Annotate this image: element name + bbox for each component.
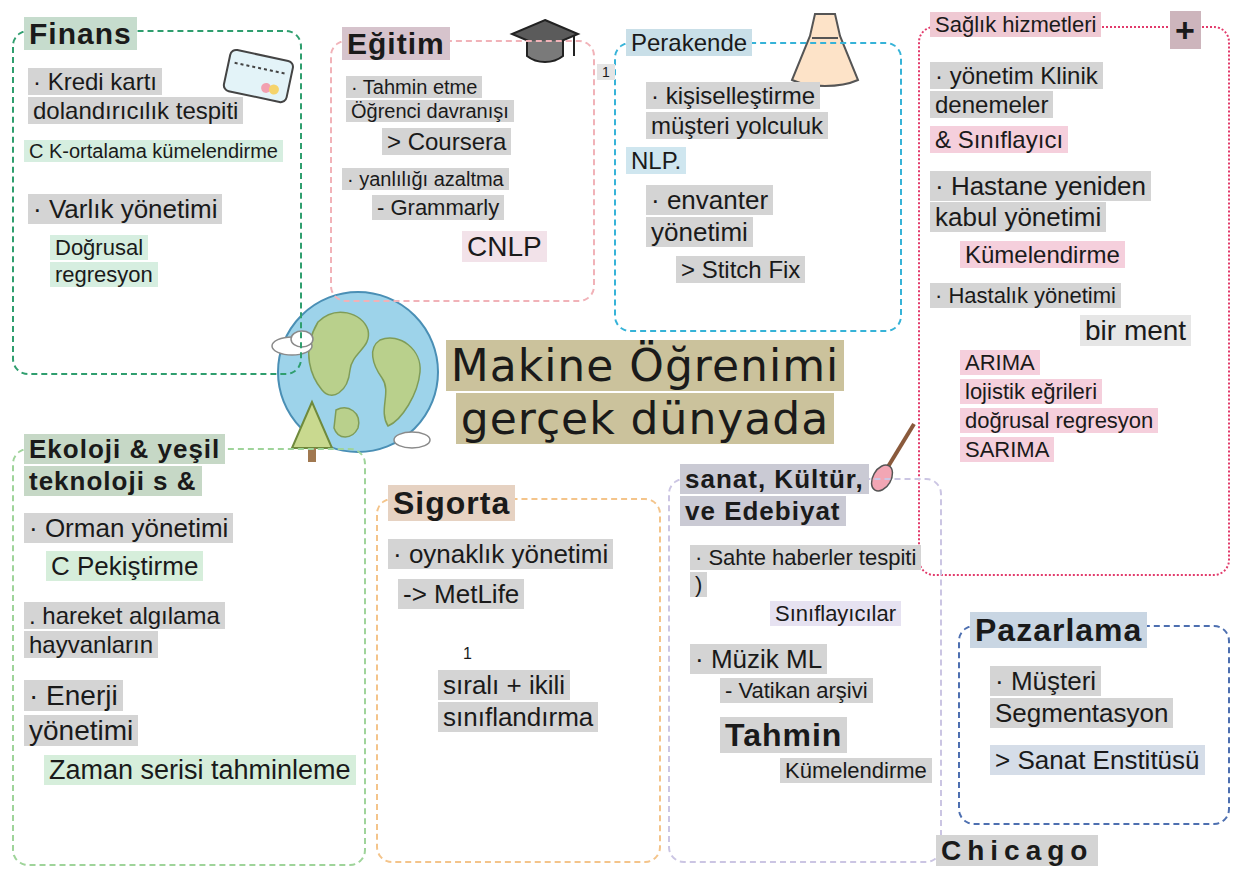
item-text: Tahmin <box>720 717 847 753</box>
label-text: Chicago <box>936 835 1098 866</box>
dress-waist <box>812 37 838 39</box>
item-text: - Grammarly <box>372 195 504 220</box>
section-region: Perakende· kişiselleştirme müşteri yolcu… <box>614 42 902 332</box>
section-heading: Pazarlama <box>970 612 1147 648</box>
item-text: Kümelendirme <box>780 758 932 783</box>
item-text: doğrusal regresyon <box>960 408 1158 433</box>
item-text: . hareket algılama hayvanların <box>24 602 225 658</box>
section-heading: Sigorta <box>388 485 515 521</box>
tree-icon <box>292 402 332 462</box>
continent <box>309 312 369 395</box>
cap-base <box>527 41 563 62</box>
item-text: · envanter yönetimi <box>646 185 773 247</box>
item-text: & Sınıflayıcı <box>930 126 1068 153</box>
item-text: CNLP <box>462 231 547 262</box>
item-text: > Coursera <box>382 128 511 155</box>
globe <box>278 292 438 452</box>
tree-trunk <box>308 448 316 462</box>
card <box>223 49 294 103</box>
card-dot <box>268 84 280 96</box>
dress-icon <box>792 14 858 86</box>
item-text: · Hastalık yönetimi <box>930 283 1121 308</box>
item-text: - Vatikan arşivi <box>720 678 873 703</box>
section-heading: Perakende <box>626 29 752 56</box>
item-text: · Orman yönetimi <box>24 513 233 543</box>
item-text: · Tahmin etme Öğrenci davranışı <box>346 76 514 122</box>
item-text: Sınıflayıcılar <box>770 601 901 626</box>
brush-icon <box>867 424 914 495</box>
label-text: 1 <box>597 64 615 80</box>
credit-card-icon <box>223 49 294 103</box>
section-heading: Sağlık hizmetleri <box>930 12 1101 37</box>
section-region: Finans· Kredi kartı dolandırıcılık tespi… <box>12 30 302 375</box>
section-heading: sanat, Kültür, ve Edebiyat <box>680 464 869 526</box>
diagram-title: Makine Öğrenimi gerçek dünyada <box>446 340 845 444</box>
item-text: C K-ortalama kümelendirme <box>24 140 283 162</box>
section-heading: Ekoloji & yeşil teknoloji s & <box>24 434 225 496</box>
item-text: · Müşteri Segmentasyon <box>990 666 1173 728</box>
dress <box>792 14 858 86</box>
item-text: + <box>1170 11 1201 49</box>
cloud <box>394 432 430 448</box>
item-text: > Stitch Fix <box>676 256 805 283</box>
section-heading: Finans <box>24 17 137 50</box>
item-text: · yönetim Klinik denemeler <box>930 62 1103 118</box>
title-block: Makine Öğrenimi gerçek dünyada <box>385 340 905 446</box>
item-text: C Pekiştirme <box>46 551 203 581</box>
item-text: bir ment <box>1080 315 1191 346</box>
item-text: · yanlılığı azaltma <box>342 168 509 190</box>
section-heading: Eğitim <box>342 27 450 60</box>
cap-tassel <box>573 36 575 56</box>
section-region: Sağlık hizmetleri+· yönetim Klinik denem… <box>918 26 1230 576</box>
item-text: lojistik eğrileri <box>960 379 1102 404</box>
item-text: -> MetLife <box>398 579 524 609</box>
free-label: Chicago <box>936 834 1098 868</box>
free-label: 1 <box>458 644 477 664</box>
item-text: Doğrusal regresyon <box>50 235 158 287</box>
item-text: · oynaklık yönetimi <box>388 539 613 569</box>
section-region: sanat, Kültür, ve Edebiyat· Sahte haberl… <box>668 478 942 863</box>
brush-handle <box>886 424 914 470</box>
item-text: · Hastane yeniden kabul yönetimi <box>930 171 1151 233</box>
item-text: · Varlık yönetimi <box>28 194 222 224</box>
section-region: Ekoloji & yeşil teknoloji s &· Orman yön… <box>12 448 366 866</box>
item-text: SARIMA <box>960 437 1054 462</box>
continent <box>334 408 359 437</box>
item-text: · Kredi kartı dolandırıcılık tespiti <box>28 68 243 124</box>
item-text: NLP. <box>626 147 686 174</box>
free-label: 1 <box>597 64 615 81</box>
item-text: · Enerji yönetimi <box>24 680 138 745</box>
item-text: Zaman serisi tahminleme <box>44 755 356 785</box>
item-text: sıralı + ikili sınıflandırma <box>438 670 598 732</box>
card-stripe <box>235 63 286 74</box>
section-region: Pazarlama· Müşteri Segmentasyon> Sanat E… <box>958 625 1230 825</box>
item-text: · kişiselleştirme müşteri yolculuk <box>646 82 828 138</box>
globe-illustration <box>272 292 438 452</box>
cloud <box>291 331 313 347</box>
item-text: Kümelendirme <box>960 241 1125 268</box>
item-text: > Sanat Enstitüsü <box>990 745 1205 775</box>
label-text: 1 <box>458 645 477 662</box>
continent <box>373 338 421 426</box>
tree-crown <box>292 402 332 448</box>
item-text: · Müzik ML <box>690 644 827 674</box>
section-region: Eğitim· Tahmin etme Öğrenci davranışı> C… <box>330 40 595 302</box>
item-text: · Sahte haberler tespiti ) <box>690 545 921 597</box>
item-text: ARIMA <box>960 350 1040 375</box>
section-region: Sigorta· oynaklık yönetimi-> MetLifesıra… <box>376 498 661 863</box>
